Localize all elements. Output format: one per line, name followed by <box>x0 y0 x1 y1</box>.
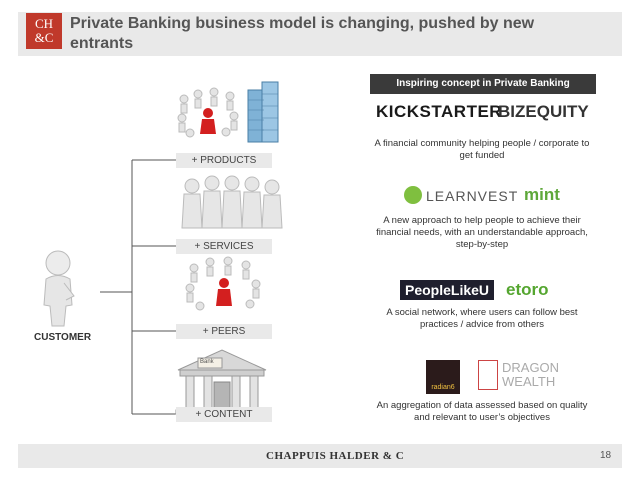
learnvest-logo: LEARNVEST <box>426 188 519 204</box>
title-bar <box>18 12 622 56</box>
branch-label-products: + PRODUCTS <box>176 153 272 168</box>
page-title: Private Banking business model is changi… <box>70 15 535 52</box>
bizequity-logo: BIZEQUITY <box>498 102 589 121</box>
dragon-wealth-logo: DRAGON WEALTH <box>502 360 560 389</box>
company-logo: CH &C <box>26 13 62 49</box>
logo-top-text: CH <box>34 16 54 31</box>
peoplelikeu-logo: PeopleLikeU <box>400 280 494 300</box>
item-description-3: A social network, where users can follow… <box>386 307 578 330</box>
page-number: 18 <box>600 450 612 461</box>
peers-people-icon <box>185 256 261 311</box>
logo-bottom-text: &C <box>34 30 54 45</box>
kickstarter-logo: KICKSTARTER <box>376 102 503 121</box>
learnvest-badge-icon <box>404 186 422 204</box>
item-description-4: An aggregation of data assessed based on… <box>376 400 588 423</box>
mint-logo: mint <box>524 185 560 204</box>
etoro-logo: etoro <box>506 280 549 299</box>
footer-bar <box>18 444 622 468</box>
products-people-icon <box>177 87 239 138</box>
connector-lines <box>100 159 176 415</box>
bank-building-icon <box>175 349 269 415</box>
services-people-icon <box>181 175 283 229</box>
branch-label-services: + SERVICES <box>176 239 272 254</box>
dragon-wealth-emblem-icon <box>478 360 498 390</box>
customer-figure-icon <box>43 250 75 327</box>
footer-brand: CHAPPUIS HALDER & C <box>266 450 405 462</box>
branch-label-peers: + PEERS <box>176 324 272 339</box>
bank-sign-text: Bank <box>200 359 214 365</box>
panel-header: Inspiring concept in Private Banking <box>370 74 596 94</box>
item-description-1: A financial community helping people / c… <box>374 138 590 161</box>
radian6-logo: radian6 <box>426 360 460 394</box>
item-description-2: A new approach to help people to achieve… <box>376 215 588 250</box>
buildings-icon <box>247 81 279 143</box>
branch-label-content: + CONTENT <box>176 407 272 422</box>
customer-label: CUSTOMER <box>34 332 92 343</box>
